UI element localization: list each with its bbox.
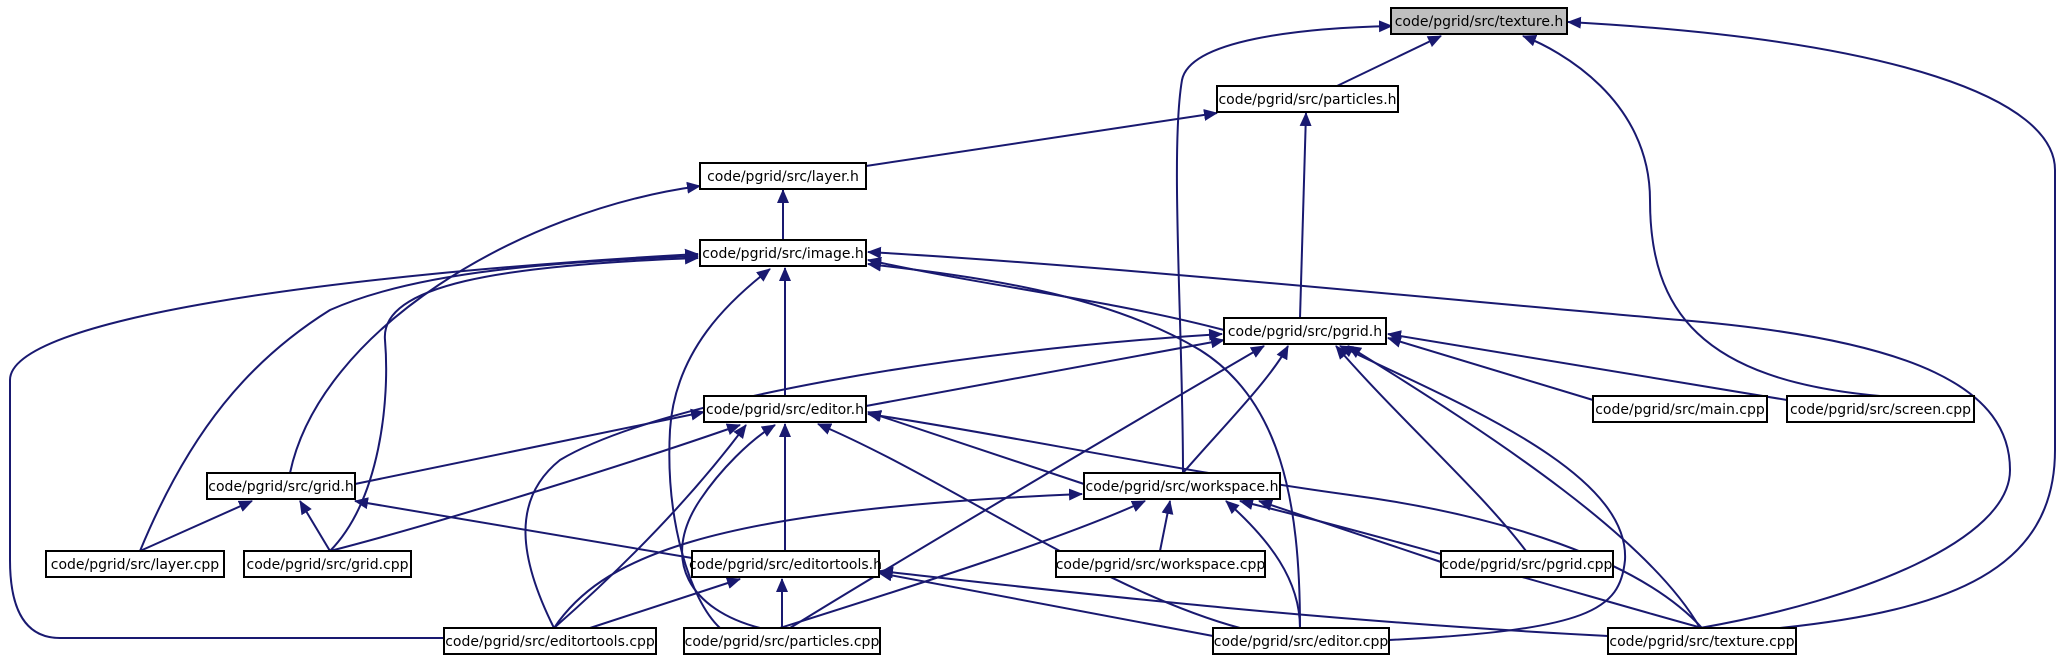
edge-texture-cpp-to-texture-h <box>1567 16 2056 629</box>
node-box <box>1440 550 1614 578</box>
node-label: code/pgrid/src/grid.cpp <box>247 557 409 573</box>
node-pgrid-cpp[interactable]: code/pgrid/src/pgrid.cpp <box>1440 550 1614 578</box>
edge-editor-cpp-to-editortools-h <box>878 569 1214 637</box>
node-label: code/pgrid/src/grid.h <box>208 479 353 495</box>
node-box <box>1786 395 1975 423</box>
node-box <box>1212 627 1390 655</box>
node-workspace-cpp[interactable]: code/pgrid/src/workspace.cpp <box>1055 550 1266 578</box>
node-box <box>683 627 881 655</box>
edge-screen-cpp-to-texture-h <box>1522 34 1881 397</box>
node-editortools-cpp[interactable]: code/pgrid/src/editortools.cpp <box>443 627 657 655</box>
edge-particles-cpp-to-workspace-h <box>779 500 1146 629</box>
edge-grid-cpp-to-editor-h <box>329 423 741 552</box>
edge-layer-h-to-particles-h <box>865 109 1218 167</box>
edge-editor-h-to-pgrid-h <box>865 336 1225 407</box>
edge-editor-cpp-to-image-h <box>867 259 1301 629</box>
edge-grid-cpp-to-grid-h <box>299 500 331 552</box>
node-texture-cpp[interactable]: code/pgrid/src/texture.cpp <box>1607 627 1797 655</box>
edge-grid-cpp-to-image-h <box>329 252 699 552</box>
edge-grid-h-to-layer-h <box>289 181 701 474</box>
edge-editortools-cpp-to-image-h <box>9 248 699 639</box>
node-label: code/pgrid/src/texture.h <box>1395 14 1564 30</box>
nodes-layer: code/pgrid/src/texture.h code/pgrid/src/p… <box>45 7 1975 655</box>
node-editor-h[interactable]: code/pgrid/src/editor.h <box>703 395 867 423</box>
edge-pgrid-cpp-to-pgrid-h <box>1335 345 1527 552</box>
edge-particles-h-to-texture-h <box>1336 35 1442 87</box>
node-texture-h[interactable]: code/pgrid/src/texture.h <box>1390 7 1568 35</box>
edge-editor-cpp-to-editor-h <box>817 423 1241 629</box>
node-label: code/pgrid/src/editor.h <box>706 402 864 418</box>
node-grid-h[interactable]: code/pgrid/src/grid.h <box>206 472 356 500</box>
edge-editortools-cpp-to-editor-h <box>553 424 747 629</box>
edge-editortools-h-to-grid-h <box>354 497 693 559</box>
node-screen-cpp[interactable]: code/pgrid/src/screen.cpp <box>1786 395 1975 423</box>
node-box <box>1083 472 1281 500</box>
node-label: code/pgrid/src/layer.cpp <box>51 557 220 573</box>
edge-pgrid-cpp-to-workspace-h <box>1258 499 1442 563</box>
node-box <box>699 239 867 267</box>
edge-workspace-cpp-to-workspace-h <box>1159 500 1174 552</box>
edge-workspace-h-to-texture-h <box>1175 20 1393 474</box>
node-box <box>1390 7 1568 35</box>
edge-workspace-h-to-pgrid-h <box>1182 345 1289 474</box>
node-label: code/pgrid/src/editortools.h <box>689 557 882 573</box>
edge-particles-cpp-to-pgrid-h <box>789 345 1265 629</box>
node-grid-cpp[interactable]: code/pgrid/src/grid.cpp <box>243 550 412 578</box>
node-label: code/pgrid/src/workspace.cpp <box>1056 557 1266 573</box>
edges-layer <box>9 16 2056 641</box>
edge-editortools-cpp-to-pgrid-h <box>524 328 1223 629</box>
node-layer-h[interactable]: code/pgrid/src/layer.h <box>699 162 867 190</box>
edge-texture-cpp-to-pgrid-h <box>1347 345 1701 629</box>
edge-editor-cpp-to-workspace-h <box>1225 500 1301 629</box>
node-image-h[interactable]: code/pgrid/src/image.h <box>699 239 867 267</box>
node-layer-cpp[interactable]: code/pgrid/src/layer.cpp <box>45 550 225 578</box>
node-box <box>1223 317 1387 345</box>
node-label: code/pgrid/src/editor.cpp <box>1214 634 1389 650</box>
edge-editortools-cpp-to-editortools-h <box>589 577 741 629</box>
node-label: code/pgrid/src/particles.cpp <box>685 634 880 650</box>
node-box <box>1216 85 1399 113</box>
edge-grid-h-to-editor-h <box>354 408 705 485</box>
node-label: code/pgrid/src/pgrid.cpp <box>1442 557 1613 573</box>
edge-texture-cpp-to-editor-h <box>867 409 1703 629</box>
node-label: code/pgrid/src/image.h <box>702 246 864 262</box>
node-box <box>691 550 880 578</box>
edge-texture-cpp-to-editortools-h <box>879 566 1609 637</box>
edge-editor-cpp-to-pgrid-h <box>1339 345 1627 641</box>
node-editor-cpp[interactable]: code/pgrid/src/editor.cpp <box>1212 627 1390 655</box>
node-label: code/pgrid/src/editortools.cpp <box>445 634 655 650</box>
node-box <box>703 395 867 423</box>
edge-texture-cpp-to-image-h <box>867 246 2012 629</box>
edge-editortools-cpp-to-workspace-h <box>553 488 1083 629</box>
node-box <box>243 550 412 578</box>
edge-particles-cpp-to-editor-h <box>681 424 776 629</box>
node-main-cpp[interactable]: code/pgrid/src/main.cpp <box>1592 395 1768 423</box>
node-label: code/pgrid/src/main.cpp <box>1595 402 1765 418</box>
node-label: code/pgrid/src/texture.cpp <box>1609 634 1794 650</box>
node-label: code/pgrid/src/screen.cpp <box>1790 402 1971 418</box>
node-label: code/pgrid/src/particles.h <box>1218 92 1396 108</box>
node-box <box>699 162 867 190</box>
node-box <box>45 550 225 578</box>
node-box <box>443 627 657 655</box>
node-label: code/pgrid/src/layer.h <box>707 169 859 185</box>
node-workspace-h[interactable]: code/pgrid/src/workspace.h <box>1083 472 1281 500</box>
node-particles-h[interactable]: code/pgrid/src/particles.h <box>1216 85 1399 113</box>
edge-screen-cpp-to-pgrid-h <box>1387 330 1788 401</box>
edge-layer-cpp-to-grid-h <box>139 500 253 552</box>
edge-pgrid-h-to-particles-h <box>1299 112 1312 319</box>
node-box <box>1055 550 1266 578</box>
node-label: code/pgrid/src/pgrid.h <box>1228 324 1382 340</box>
node-pgrid-h[interactable]: code/pgrid/src/pgrid.h <box>1223 317 1387 345</box>
edge-main-cpp-to-pgrid-h <box>1387 336 1594 401</box>
edge-workspace-h-to-editor-h <box>867 410 1085 485</box>
node-box <box>206 472 356 500</box>
node-box <box>1607 627 1797 655</box>
node-box <box>1592 395 1768 423</box>
node-particles-cpp[interactable]: code/pgrid/src/particles.cpp <box>683 627 881 655</box>
node-editortools-h[interactable]: code/pgrid/src/editortools.h <box>689 550 882 578</box>
node-label: code/pgrid/src/workspace.h <box>1086 479 1279 495</box>
